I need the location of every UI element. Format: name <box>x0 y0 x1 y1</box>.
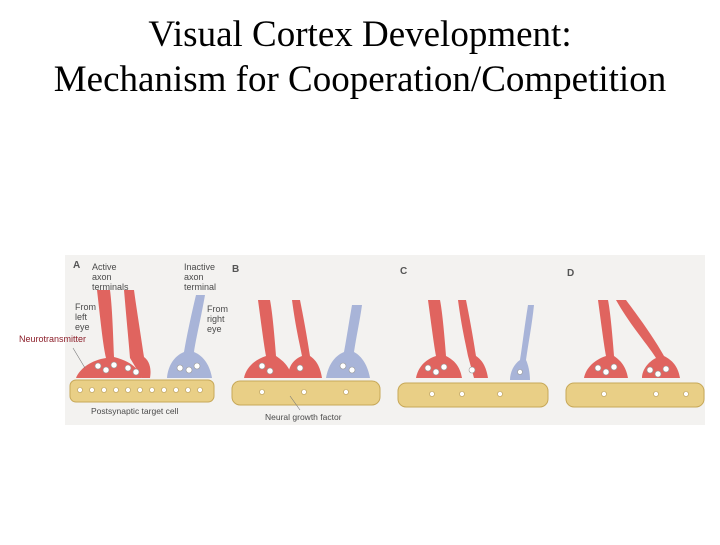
panel-b <box>231 300 381 411</box>
panel-a-left-axon-1 <box>76 290 142 378</box>
panel-b-left-axon-1 <box>244 300 292 378</box>
neurotransmitter-pointer <box>72 347 86 369</box>
panel-a-receptors <box>77 387 203 393</box>
from-right-eye-label: From right eye <box>207 304 228 334</box>
panel-c <box>397 300 549 408</box>
panel-d-receptors <box>601 391 689 397</box>
panel-letter-b: B <box>232 264 240 275</box>
panel-letter-a: A <box>73 260 81 271</box>
panel-c-left-axon-1 <box>416 300 462 378</box>
inactive-terminal-label: Inactive axon terminal <box>184 262 217 292</box>
panel-c-right-axon <box>510 305 534 380</box>
panel-d-target-cell <box>565 382 705 408</box>
neural-growth-factor-label: Neural growth factor <box>265 412 342 422</box>
panel-b-vesicles <box>258 362 356 375</box>
panel-c-target-cell <box>397 382 549 408</box>
postsynaptic-target-cell-label: Postsynaptic target cell <box>91 406 179 416</box>
panel-letter-d: D <box>567 268 575 279</box>
panel-b-left-axon-2 <box>288 300 322 378</box>
slide-title-line-1: Visual Cortex Development: <box>148 14 572 55</box>
panel-a-vesicles <box>94 361 201 376</box>
panel-c-vesicles <box>424 363 523 376</box>
panel-a <box>69 290 215 403</box>
slide-title: Visual Cortex Development: Mechanism for… <box>0 12 720 102</box>
panel-d <box>565 300 705 408</box>
panel-a-left-axon-2 <box>124 290 151 378</box>
panel-b-receptors <box>259 389 349 395</box>
panel-c-receptors <box>429 391 503 397</box>
neurotransmitter-label: Neurotransmitter <box>19 334 87 344</box>
panel-b-right-axon <box>326 305 370 378</box>
panel-d-vesicles <box>594 363 670 378</box>
panel-letter-c: C <box>400 266 408 277</box>
from-left-eye-label: From left eye <box>75 302 96 332</box>
panel-d-left-axon-2 <box>616 300 680 378</box>
panel-c-left-axon-2 <box>458 300 488 378</box>
panel-a-right-axon <box>167 295 212 378</box>
slide-title-line-2: Mechanism for Cooperation/Competition <box>53 59 667 100</box>
active-terminals-label: Active axon terminals <box>92 262 129 292</box>
growth-factor-pointer <box>289 395 301 411</box>
panel-d-left-axon-1 <box>584 300 628 378</box>
